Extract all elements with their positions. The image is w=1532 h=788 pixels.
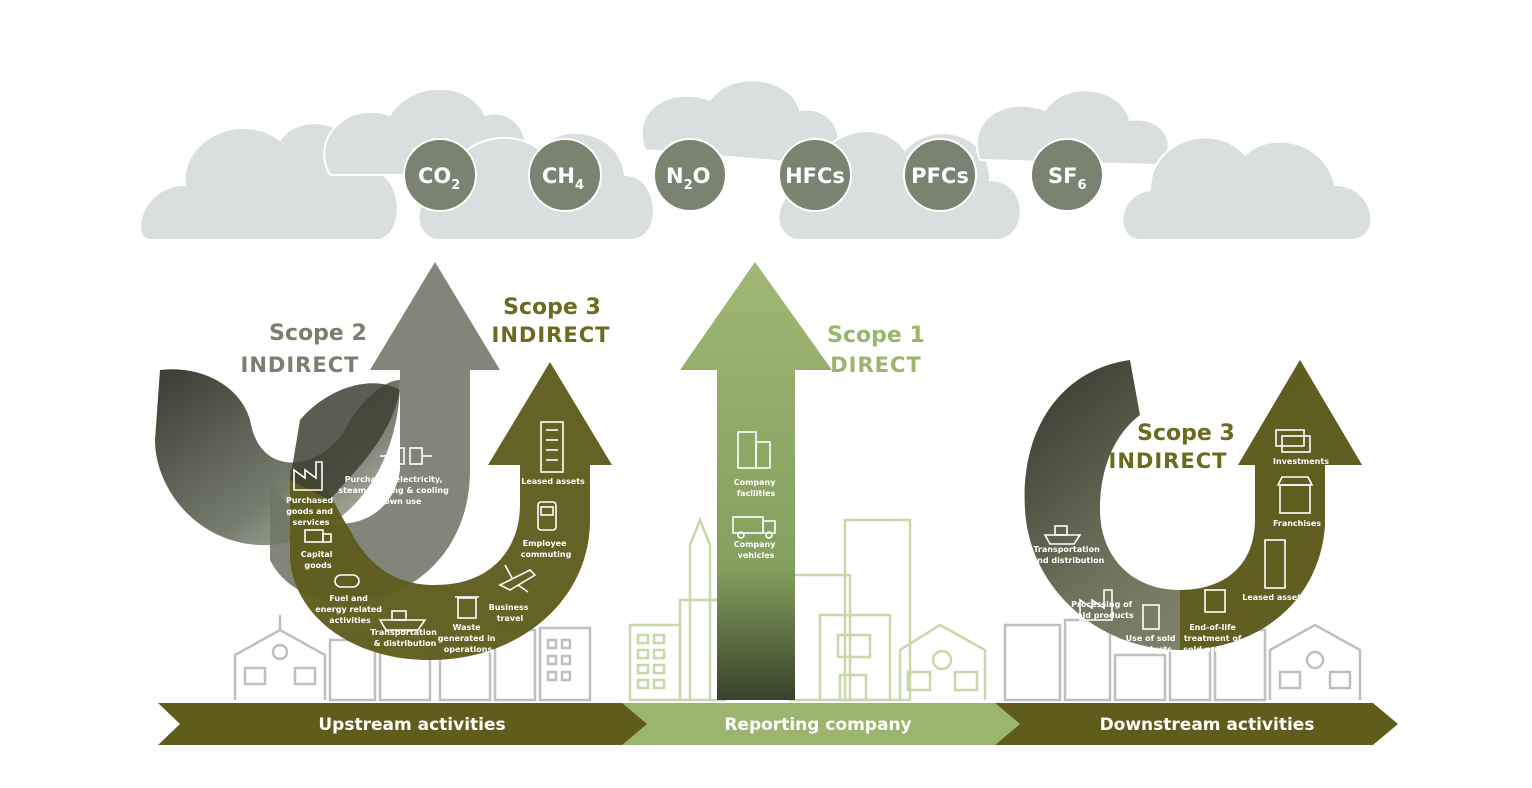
tanker-truck-icon [334, 574, 360, 588]
storefront-icon [1276, 476, 1314, 514]
band-company-label: Reporting company [724, 715, 911, 735]
label-business-travel: Business travel [489, 603, 532, 623]
cloud-7 [1121, 136, 1373, 241]
money-icon [1275, 429, 1311, 453]
label-company-facilities: Company facilities [734, 478, 779, 498]
label-purchased-electricity: Purchased electricity, steam,heating & c… [338, 475, 451, 506]
label-downstream-leased-assets: Leased assets [1242, 593, 1306, 602]
scope2-subtitle: INDIRECT [241, 353, 360, 377]
building-icon [540, 421, 564, 473]
gas-pfcs: PFCs [903, 138, 977, 212]
gas-pfcs-label: PFCs [911, 164, 969, 188]
recycle-bin-icon [1204, 589, 1226, 613]
truck-icon [304, 529, 332, 543]
train-icon [537, 501, 557, 531]
label-franchises: Franchises [1273, 519, 1321, 528]
gas-co2-label: CO2 [418, 164, 460, 193]
trash-icon [455, 596, 479, 619]
gas-sf6-label: SF6 [1048, 164, 1087, 193]
scope3-downstream-arrow-head [1180, 360, 1362, 650]
gas-n2o: N2O [653, 138, 727, 212]
upstream-icons [293, 421, 564, 631]
factory-icon [293, 461, 323, 491]
label-employee-commuting: Employee commuting [521, 539, 572, 559]
downstream-labels: Investments Franchises Leased assets End… [1032, 457, 1329, 654]
label-upstream-transport: Transportation & distribution [370, 628, 439, 648]
gas-hfcs-label: HFCs [785, 164, 845, 188]
label-waste: Waste generated in operations [438, 623, 499, 654]
gas-co2: CO2 [403, 138, 477, 212]
band-downstream-label: Downstream activities [1100, 715, 1315, 735]
label-use-of-sold: Use of sold products [1126, 634, 1179, 654]
tower-icon [1264, 539, 1286, 589]
label-end-of-life: End-of-life treatment of sold products [1183, 623, 1245, 654]
label-upstream-leased-assets: Leased assets [521, 477, 585, 486]
scope3-downstream-title: Scope 3 [1137, 421, 1235, 446]
delivery-truck-icon [732, 516, 776, 539]
scope1-subtitle: DIRECT [830, 353, 922, 377]
band-downstream [995, 703, 1398, 745]
office-building-icon [737, 431, 771, 469]
ship-icon [378, 610, 427, 631]
band-upstream-label: Upstream activities [318, 715, 505, 735]
company-icons [732, 431, 776, 539]
scope1-label: Scope 1 DIRECT [827, 323, 925, 377]
label-capital-goods: Capital goods [301, 550, 336, 570]
upstream-labels: Purchased electricity, steam,heating & c… [286, 475, 585, 654]
scope3-upstream-arrow [290, 362, 612, 660]
scope3-upstream-subtitle: INDIRECT [492, 323, 611, 347]
scope3-downstream-label: Scope 3 INDIRECT [1109, 421, 1235, 473]
cityscape-company [628, 516, 987, 702]
scope2-arrow [270, 262, 500, 602]
scope2-title: Scope 2 [269, 321, 367, 346]
cloud-6 [975, 89, 1170, 167]
scope1-title: Scope 1 [827, 323, 925, 348]
label-downstream-transport: Transportation and distribution [1032, 545, 1105, 565]
bottom-bands: Upstream activities Reporting company Do… [158, 703, 1398, 745]
label-investments: Investments [1273, 457, 1329, 466]
company-labels: Company facilities Company vehicles [734, 478, 779, 560]
ship-icon-downstream [1043, 525, 1082, 545]
gas-ch4: CH4 [528, 138, 602, 212]
factory-icon-downstream [1079, 589, 1113, 621]
scope3-downstream-subtitle: INDIRECT [1109, 449, 1228, 473]
label-purchased-goods: Purchased goods and services [286, 496, 336, 527]
gas-hfcs: HFCs [778, 138, 852, 212]
price-tag-icon [1142, 604, 1160, 630]
label-fuel-energy: Fuel and energy related activities [315, 594, 385, 625]
gas-circles: CO2 CH4 N2O HFCs PFCs SF6 [403, 138, 1104, 212]
gas-n2o-label: N2O [666, 164, 710, 193]
scope1-arrow [680, 262, 832, 700]
label-processing: Processing of sold products [1071, 600, 1135, 620]
scope3-upstream-label: Scope 3 INDIRECT [492, 295, 611, 347]
band-upstream [158, 703, 650, 745]
airplane-icon [498, 564, 537, 593]
gas-ch4-label: CH4 [542, 164, 584, 193]
scope2-swoosh [155, 369, 400, 546]
plug-icon [380, 447, 432, 465]
scope3-upstream-title: Scope 3 [503, 295, 601, 320]
scope2-label: Scope 2 INDIRECT [241, 321, 367, 377]
scope2-swoosh-overlay [290, 383, 400, 500]
cloud-band [139, 79, 1373, 241]
band-company [622, 703, 1020, 745]
downstream-icons [1043, 429, 1314, 630]
gas-sf6: SF6 [1030, 138, 1104, 212]
label-company-vehicles: Company vehicles [734, 540, 779, 560]
